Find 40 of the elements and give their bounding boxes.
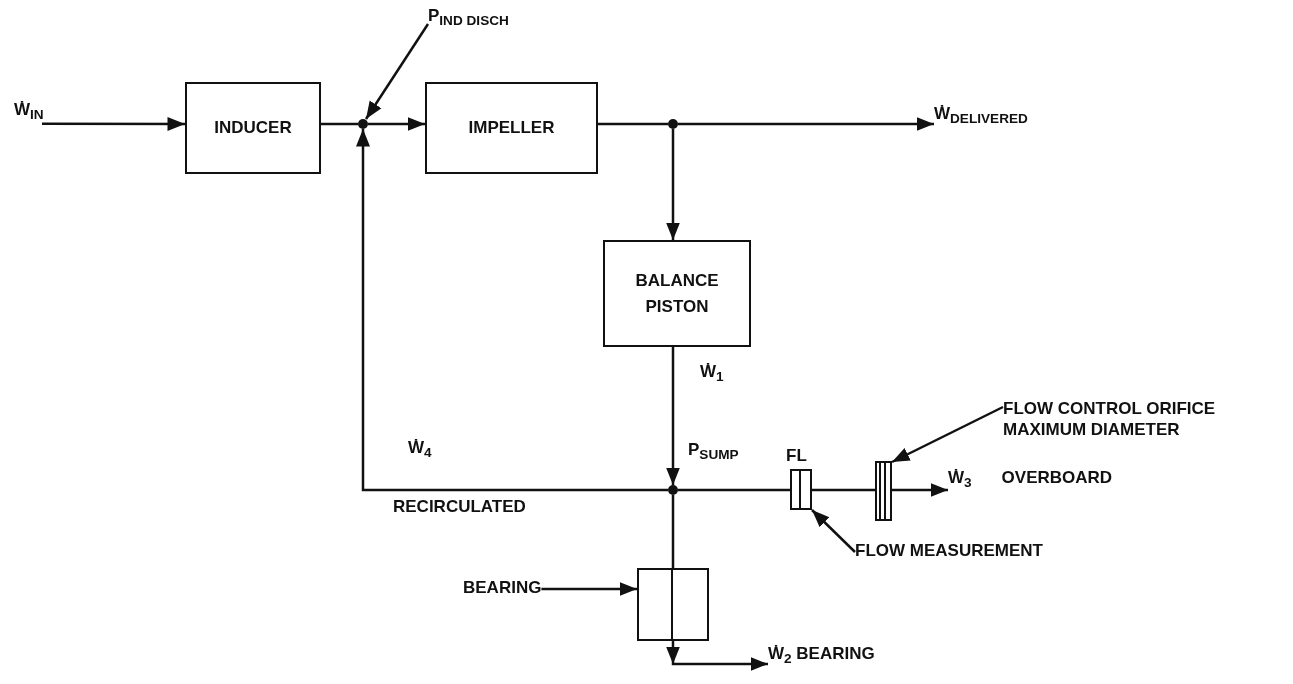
flow-label: Ẇ$_{4}$ [408, 438, 432, 462]
process-box: IMPELLER [425, 82, 598, 174]
bearing-symbol [637, 568, 709, 641]
process-box: BALANCE PISTON [603, 240, 751, 347]
arrow [666, 641, 768, 671]
arrow [666, 347, 680, 485]
flow-meter-symbol [790, 469, 812, 510]
flow-label: Ẇ$_{DELIVERED}$ [934, 104, 1028, 128]
junction-dot [668, 119, 678, 129]
arrow [666, 129, 680, 240]
flow-line [671, 495, 675, 568]
leader-line [811, 509, 856, 553]
flow-label: Ẇ$_{IN}$ [14, 100, 44, 124]
process-box: INDUCER [185, 82, 321, 174]
leader-line [891, 405, 1004, 464]
leader-line [541, 582, 637, 596]
callout-label: P$_{IND DISCH}$ [428, 6, 509, 30]
junction-dot [668, 485, 678, 495]
flow-line [678, 488, 790, 492]
arrow [892, 483, 948, 497]
leader-line [364, 23, 430, 120]
flow-label: Ẇ$_{2}$ BEARING [768, 644, 875, 668]
flow-line [598, 122, 668, 126]
callout-label: FLOW MEASUREMENT [855, 541, 1043, 562]
flow-label: OVERBOARD [1001, 468, 1113, 489]
arrow [678, 117, 934, 131]
arrow [356, 129, 668, 492]
flow-label: Ẇ$_{3}$ [948, 468, 972, 492]
annotation-label: FL [786, 446, 807, 467]
arrow [42, 116, 185, 131]
orifice-symbol [875, 461, 892, 521]
flow-label: RECIRCULATED [393, 497, 526, 518]
arrow [368, 117, 425, 131]
callout-label: FLOW CONTROL ORIFICE MAXIMUM DIAMETER [1003, 398, 1233, 441]
callout-label: BEARING [463, 578, 542, 599]
junction-dot [358, 119, 368, 129]
flow-label: Ẇ$_{1}$ [700, 362, 724, 386]
flow-line [321, 122, 358, 126]
flow-line [812, 488, 875, 492]
annotation-label: P$_{SUMP}$ [688, 440, 739, 464]
